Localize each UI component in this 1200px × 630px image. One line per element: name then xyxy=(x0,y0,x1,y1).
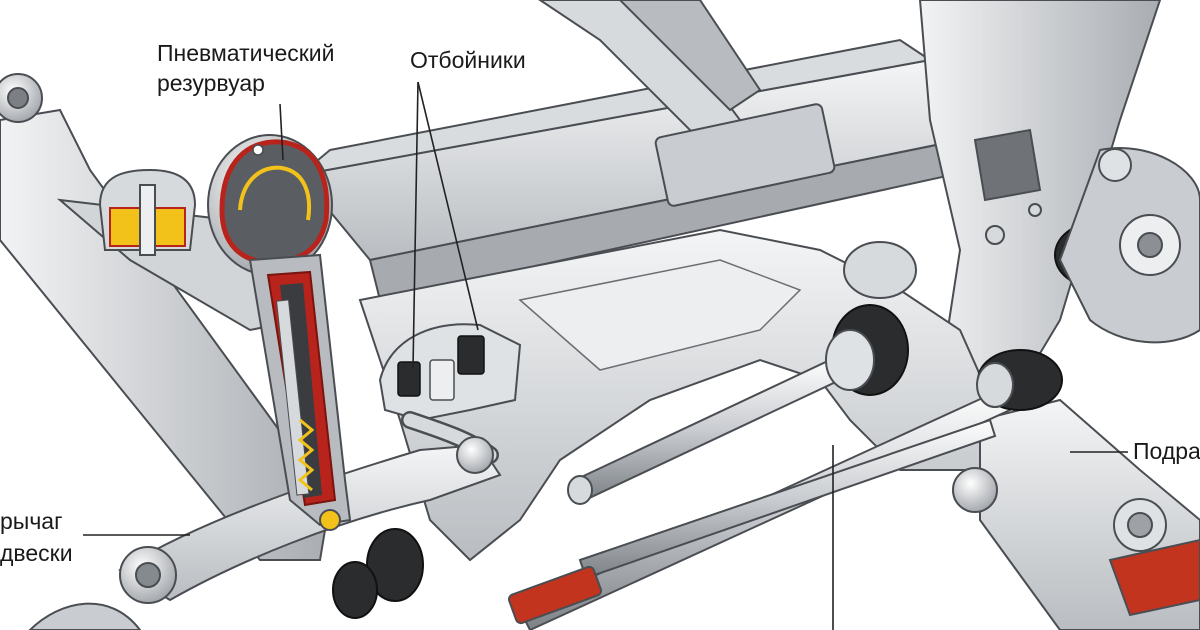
drive-shafts xyxy=(332,222,1136,630)
subframe-body xyxy=(358,228,1002,562)
bump-stop-left xyxy=(397,361,421,397)
leader-air-reservoir xyxy=(279,103,284,161)
cv-boot-center xyxy=(825,241,917,396)
label-air-reservoir-line1: Пневматический xyxy=(157,40,335,66)
label-control-arm-line1: рычаг xyxy=(0,508,63,534)
wheel-hub xyxy=(1058,147,1200,344)
bump-stop-right xyxy=(457,335,485,375)
label-bump-stops: Отбойники xyxy=(410,47,526,73)
lower-control-arm xyxy=(28,443,502,630)
upper-bracket xyxy=(538,0,836,207)
label-subframe: Подра xyxy=(1133,438,1200,464)
leader-bump-stop-right xyxy=(417,81,479,331)
rubber-mount xyxy=(98,168,197,256)
leader-bump-stop-left xyxy=(412,81,419,369)
subframe-rear-casting xyxy=(918,0,1162,422)
label-control-arm-line2: двески xyxy=(0,540,73,566)
label-air-reservoir-line2: резурвуар xyxy=(157,70,265,96)
cv-boot-left xyxy=(332,528,424,619)
leader-lines xyxy=(83,81,1128,630)
air-spring-strut xyxy=(207,134,352,531)
subframe-right-leg xyxy=(979,398,1200,630)
bump-stop-housing xyxy=(378,323,522,474)
